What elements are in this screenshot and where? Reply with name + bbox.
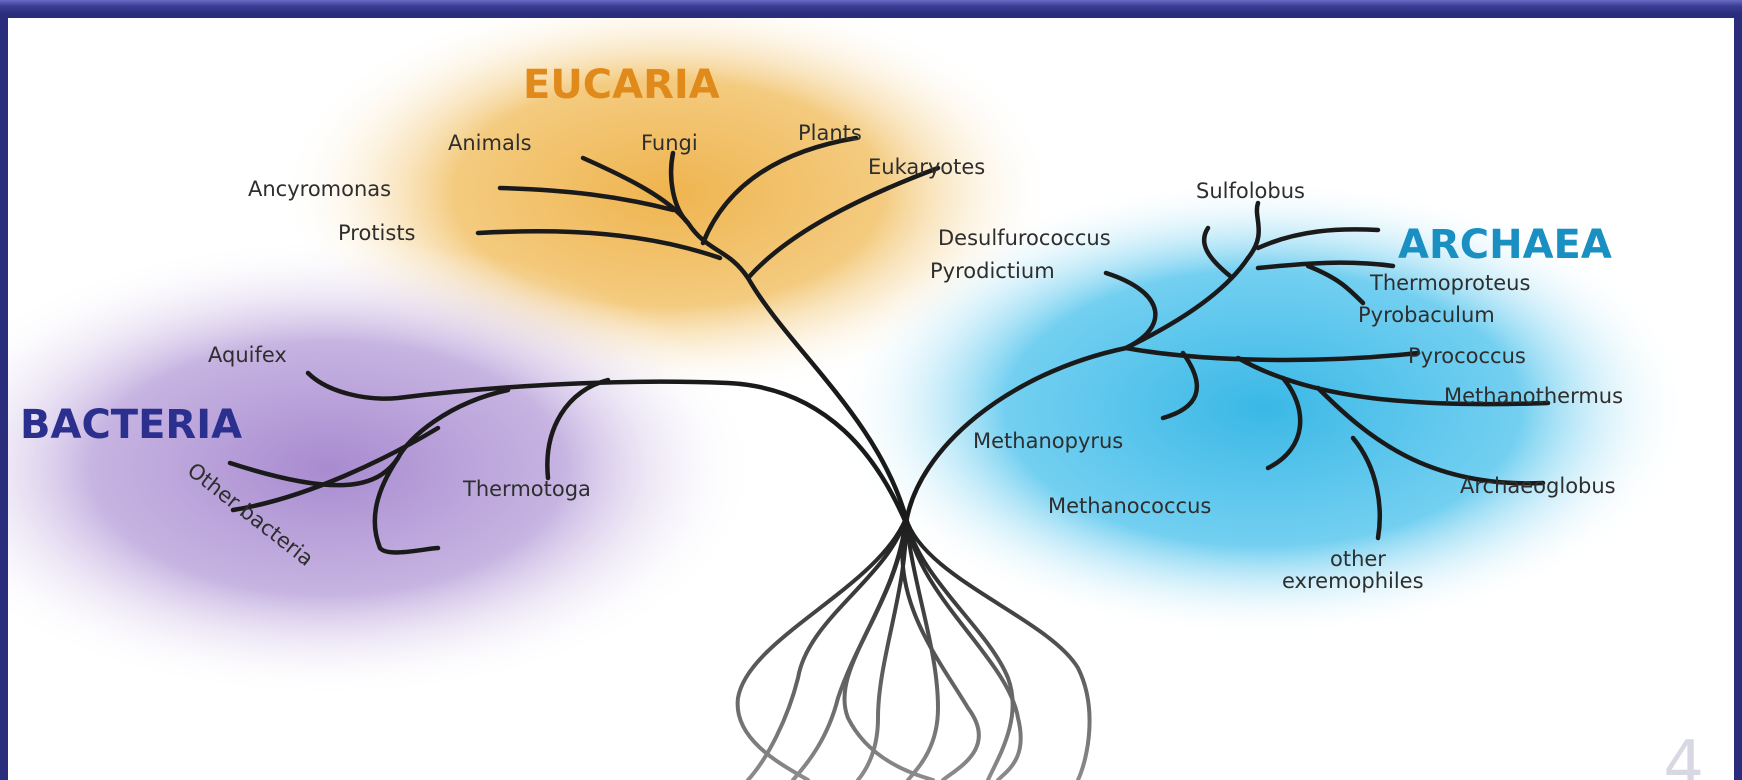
label-fungi: Fungi — [641, 131, 698, 155]
label-pyrobaculum: Pyrobaculum — [1358, 303, 1495, 327]
eucaria-title: EUCARIA — [523, 62, 720, 108]
label-pyrodictium: Pyrodictium — [930, 259, 1055, 283]
archaea-title: ARCHAEA — [1398, 222, 1612, 268]
label-methanothermus: Methanothermus — [1444, 384, 1623, 408]
diagram-panel: EUCARIA ARCHAEA BACTERIA Animals Fungi P… — [8, 18, 1734, 780]
label-plants: Plants — [798, 121, 862, 145]
label-thermoproteus: Thermoproteus — [1369, 271, 1530, 295]
label-eukaryotes: Eukaryotes — [868, 155, 985, 179]
bacteria-title: BACTERIA — [20, 402, 242, 448]
label-thermotoga: Thermotoga — [462, 477, 591, 501]
slide-number: 4 — [1663, 728, 1704, 780]
label-animals: Animals — [448, 131, 532, 155]
label-other-extremophiles-line2: exremophiles — [1282, 569, 1424, 593]
label-ancyromonas: Ancyromonas — [248, 177, 391, 201]
label-sulfolobus: Sulfolobus — [1196, 179, 1305, 203]
label-archaeoglobus: Archaeoglobus — [1460, 474, 1616, 498]
label-other-extremophiles-line1: other — [1330, 547, 1386, 571]
label-methanococcus: Methanococcus — [1048, 494, 1211, 518]
label-protists: Protists — [338, 221, 416, 245]
label-pyrococcus: Pyrococcus — [1408, 344, 1526, 368]
label-methanopyrus: Methanopyrus — [973, 429, 1123, 453]
label-desulfurococcus: Desulfurococcus — [938, 226, 1111, 250]
tree-of-life-diagram: EUCARIA ARCHAEA BACTERIA Animals Fungi P… — [8, 18, 1734, 780]
label-aquifex: Aquifex — [208, 343, 287, 367]
